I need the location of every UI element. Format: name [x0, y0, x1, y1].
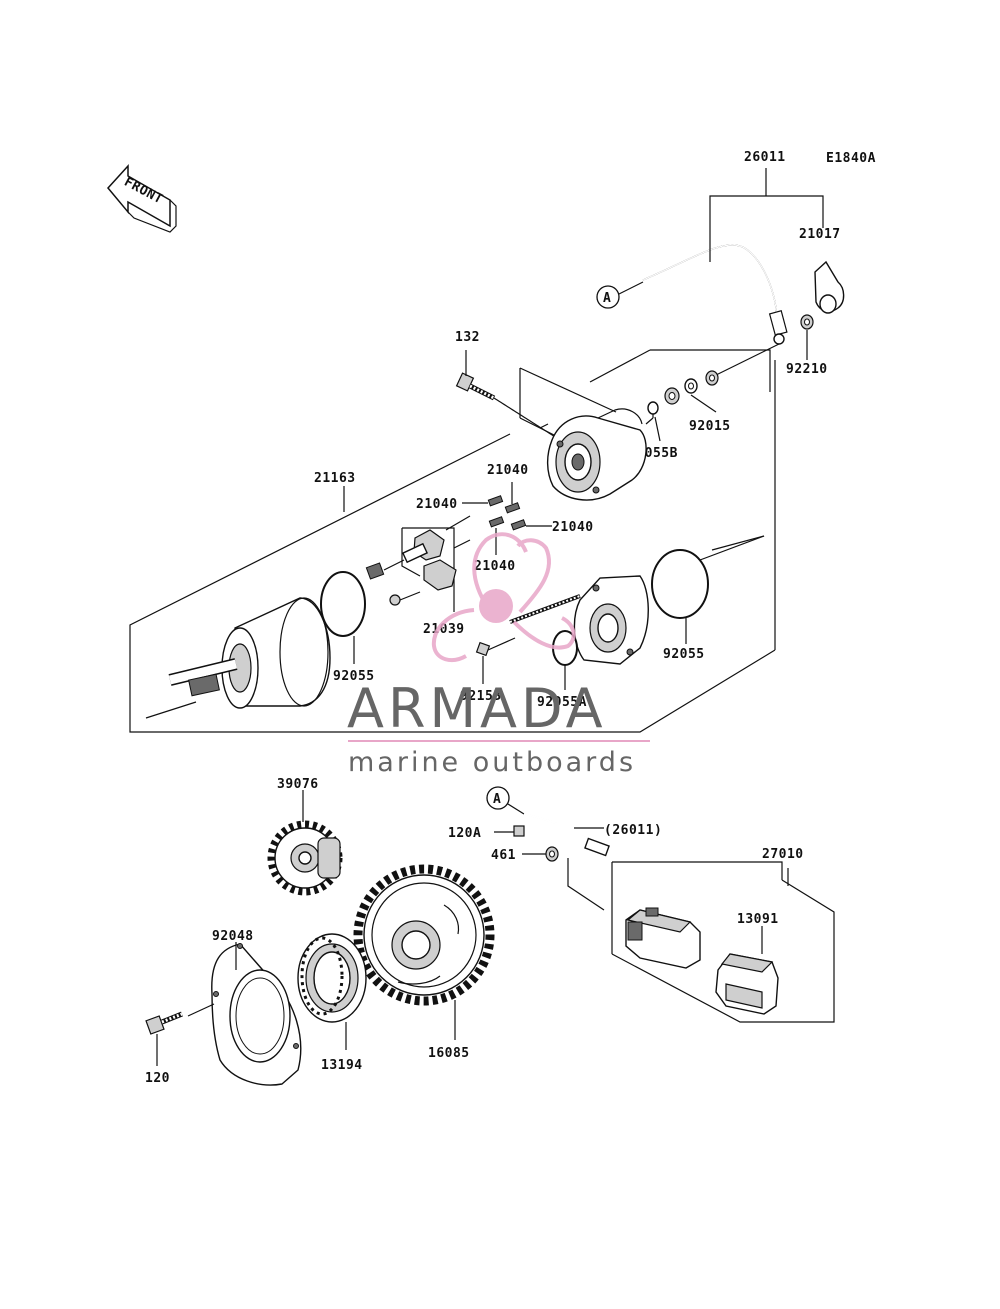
bolt-120A: [494, 825, 525, 837]
bolt-132: [455, 350, 561, 441]
oring-92055-left: [320, 571, 366, 664]
starter-motor-yoke: [145, 597, 331, 719]
part-label-92055-right: 92055: [663, 647, 705, 662]
brush-springs-21040: [462, 482, 552, 555]
ref-marker-a-bottom: A: [486, 786, 525, 815]
part-label-21040-a: 21040: [487, 463, 529, 478]
part-label-21017: 21017: [799, 227, 841, 242]
part-label-21039: 21039: [423, 622, 465, 637]
starter-relay: [625, 907, 701, 969]
rubber-cap-21017: [814, 260, 845, 314]
cover-92048: [187, 942, 302, 1086]
ref-marker-a-top: A: [596, 281, 644, 309]
part-label-21040-d: 21040: [474, 559, 516, 574]
nut-92210: [800, 314, 814, 360]
part-label-21163: 21163: [314, 471, 356, 486]
svg-text:A: A: [493, 792, 501, 807]
svg-text:A: A: [603, 291, 611, 306]
part-label-27010: 27010: [762, 847, 804, 862]
watermark-tagline: marine outboards: [348, 747, 636, 778]
one-way-clutch-13194: [297, 933, 367, 1050]
bolt-120: [145, 1011, 183, 1066]
washers-92015: [664, 370, 719, 413]
diagram-code: E1840A: [826, 151, 876, 166]
part-label-92015: 92015: [689, 419, 731, 434]
bolt-92153: [475, 637, 516, 684]
front-arrow-icon: FRONT: [107, 164, 177, 233]
part-label-461: 461: [491, 848, 516, 863]
part-label-39076: 39076: [277, 777, 319, 792]
oring-92055-right: [651, 549, 709, 644]
oring-92055B: [645, 401, 659, 425]
part-label-21040-c: 21040: [552, 520, 594, 535]
part-label-21040-b: 21040: [416, 497, 458, 512]
watermark-logo-icon: [431, 532, 576, 663]
end-cover: [546, 408, 647, 501]
part-label-26011: 26011: [744, 150, 786, 165]
part-label-26011-ref: (26011): [604, 823, 662, 838]
part-label-92210: 92210: [786, 362, 828, 377]
watermark-brand: ARMADA: [347, 677, 607, 740]
part-label-132: 132: [455, 330, 480, 345]
part-label-120A: 120A: [448, 826, 481, 841]
part-label-92048: 92048: [212, 929, 254, 944]
starter-cable: [642, 244, 788, 345]
part-label-92055A: 92055A: [537, 695, 587, 710]
part-label-13091: 13091: [737, 912, 779, 927]
front-cover: [509, 535, 765, 665]
part-label-120: 120: [145, 1071, 170, 1086]
nut-461: [522, 846, 559, 862]
part-label-92055-left: 92055: [333, 669, 375, 684]
gear-39076: [267, 790, 343, 896]
brush-holder-21039: [365, 515, 471, 612]
starter-clutch-gear-16085: [353, 864, 495, 1040]
part-label-16085: 16085: [428, 1046, 470, 1061]
part-label-13194: 13194: [321, 1058, 363, 1073]
cable-26011-ref: [523, 813, 610, 857]
assembly-outline-21163: [129, 349, 776, 733]
part-label-92153: 92153: [460, 689, 502, 704]
relay-box-27010: [567, 858, 835, 1023]
relay-cover-13091: [715, 926, 779, 1015]
